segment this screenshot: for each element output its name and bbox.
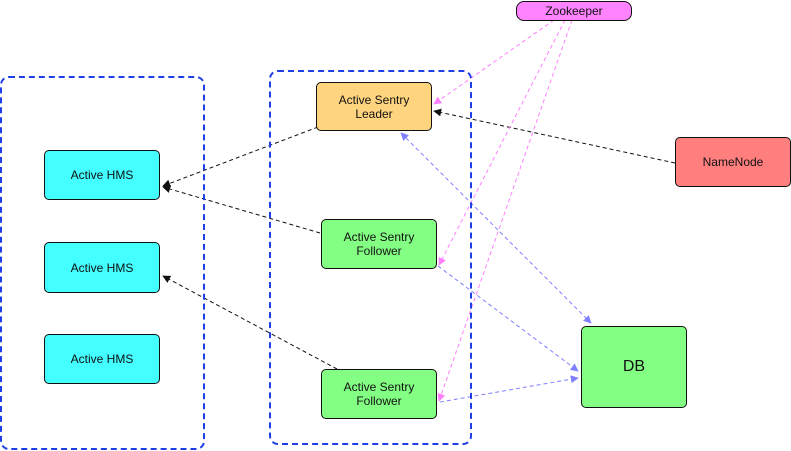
- zookeeper-label: Zookeeper: [545, 4, 603, 18]
- sentry-leader-node[interactable]: Active Sentry Leader: [316, 82, 432, 131]
- hms-node-3[interactable]: Active HMS: [44, 334, 160, 384]
- namenode-label: NameNode: [702, 155, 764, 169]
- edge-zookeeper-to-follower2: [437, 19, 573, 402]
- hms-label-3: Active HMS: [70, 352, 134, 366]
- edge-namenode-to-leader: [433, 108, 676, 164]
- sentry-follower-label-1: Active Sentry Follower: [343, 230, 415, 258]
- hms-label-1: Active HMS: [70, 168, 134, 182]
- edge-zookeeper-to-follower1: [438, 19, 566, 266]
- db-label: DB: [622, 358, 646, 375]
- sentry-follower-label-2: Active Sentry Follower: [343, 380, 415, 408]
- sentry-follower-node-1[interactable]: Active Sentry Follower: [321, 219, 437, 269]
- edge-follower2-db: [439, 375, 579, 403]
- sentry-leader-label: Active Sentry Leader: [338, 92, 410, 121]
- sentry-group: [269, 70, 472, 445]
- namenode-node[interactable]: NameNode: [675, 137, 791, 187]
- edge-follower2-to-hms2: [162, 275, 338, 370]
- hms-node-1[interactable]: Active HMS: [44, 150, 160, 200]
- edge-zookeeper-to-leader: [433, 19, 555, 105]
- hms-group: [0, 76, 205, 450]
- zookeeper-node[interactable]: Zookeeper: [516, 1, 632, 21]
- hms-label-2: Active HMS: [70, 260, 134, 275]
- edge-follower1-to-hms1: [162, 185, 321, 234]
- edge-leader-db: [400, 132, 592, 324]
- hms-node-2[interactable]: Active HMS: [44, 242, 160, 293]
- sentry-follower-node-2[interactable]: Active Sentry Follower: [321, 369, 437, 419]
- db-node[interactable]: DB: [581, 326, 687, 408]
- edge-follower1-db: [437, 265, 579, 372]
